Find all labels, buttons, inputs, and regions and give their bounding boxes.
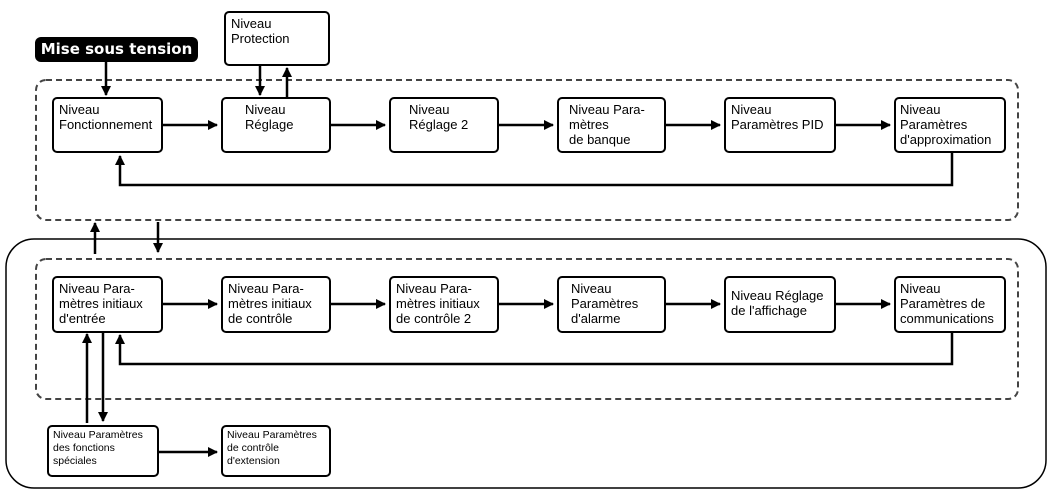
bank-settings-level-label: Niveau Para- mètres de banque <box>569 102 645 147</box>
initial-input-level-label: Niveau Para- mètres initiaux d'entrée <box>59 281 143 326</box>
operation-level-label: Niveau Fonctionnement <box>59 102 153 132</box>
alarm-settings-level-box: Niveau Paramètres d'alarme <box>557 276 666 333</box>
initial-control-level-box: Niveau Para- mètres initiaux de contrôle <box>221 276 331 333</box>
initial-control-2-level-box: Niveau Para- mètres initiaux de contrôle… <box>389 276 499 333</box>
approximation-settings-level-box: Niveau Paramètres d'approximation <box>894 97 1006 153</box>
initial-control-2-level-label: Niveau Para- mètres initiaux de contrôle… <box>396 281 480 326</box>
adjustment-2-level-label: Niveau Réglage 2 <box>409 102 469 132</box>
arrow-bottom-return <box>115 333 954 366</box>
communications-settings-level-box: Niveau Paramètres de communications <box>894 276 1006 333</box>
pid-settings-level-label: Niveau Paramètres PID <box>731 102 824 132</box>
alarm-settings-level-label: Niveau Paramètres d'alarme <box>571 281 639 326</box>
initial-input-level-box: Niveau Para- mètres initiaux d'entrée <box>52 276 163 333</box>
extension-control-level-box: Niveau Paramètres de contrôle d'extensio… <box>221 425 331 477</box>
approximation-settings-level-label: Niveau Paramètres d'approximation <box>900 102 992 147</box>
display-adjustment-level-label: Niveau Réglage de l'affichage <box>731 288 824 318</box>
top-dashed-frame <box>35 79 1019 221</box>
display-adjustment-level-box: Niveau Réglage de l'affichage <box>724 276 836 333</box>
pid-settings-level-box: Niveau Paramètres PID <box>724 97 836 153</box>
protection-level-label: Niveau Protection <box>231 16 290 46</box>
bank-settings-level-box: Niveau Para- mètres de banque <box>557 97 666 153</box>
operation-level-box: Niveau Fonctionnement <box>52 97 163 153</box>
adjustment-2-level-box: Niveau Réglage 2 <box>389 97 499 153</box>
adjustment-level-label: Niveau Réglage <box>245 102 294 132</box>
special-functions-level-box: Niveau Paramètres des fonctions spéciale… <box>47 425 159 477</box>
adjustment-level-box: Niveau Réglage <box>221 97 331 153</box>
communications-settings-level-label: Niveau Paramètres de communications <box>900 281 994 326</box>
special-functions-level-label: Niveau Paramètres des fonctions spéciale… <box>53 429 143 467</box>
extension-control-level-label: Niveau Paramètres de contrôle d'extensio… <box>227 429 317 467</box>
arrow-top-return <box>115 153 954 187</box>
protection-level-box: Niveau Protection <box>224 11 330 66</box>
initial-settings-group-frame <box>5 238 1047 489</box>
power-on-label: Mise sous tension <box>35 37 198 62</box>
bottom-dashed-frame <box>35 258 1019 400</box>
initial-control-level-label: Niveau Para- mètres initiaux de contrôle <box>228 281 312 326</box>
